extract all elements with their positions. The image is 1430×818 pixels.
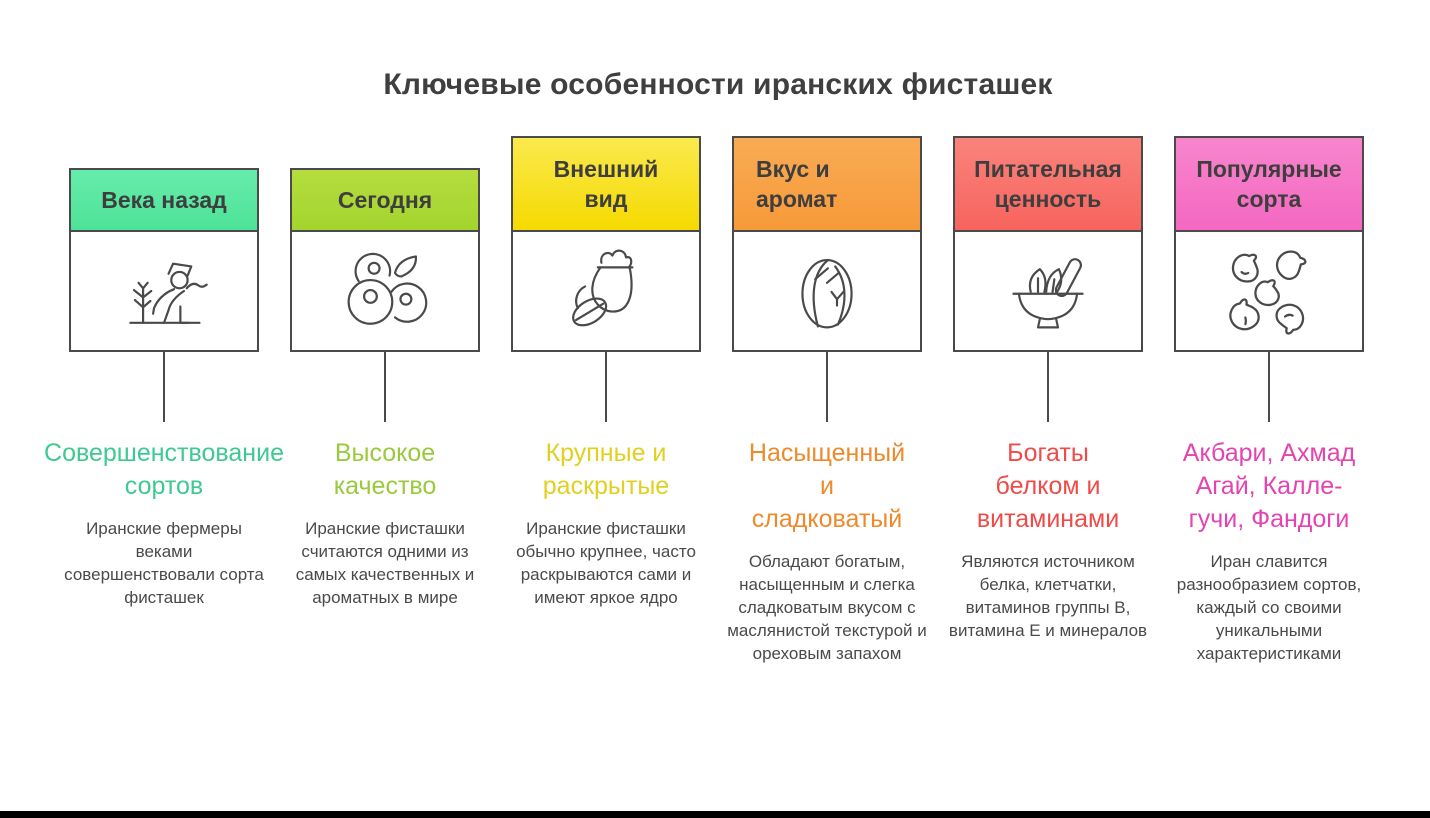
- feature-column: Популярные сорта Акбари, Ахмад Агай, Кал…: [1174, 133, 1364, 665]
- card-header: Века назад: [71, 170, 257, 232]
- feature-description: Обладают богатым, насыщенным и слегка сл…: [727, 552, 927, 663]
- feature-column: Питательная ценность Богаты белком и вит…: [949, 133, 1147, 665]
- card-wrap: Внешний вид: [511, 133, 701, 352]
- feature-card: Сегодня: [290, 168, 480, 352]
- card-wrap: Вкус и аромат: [732, 133, 922, 352]
- connector-line: [383, 352, 387, 422]
- feature-card: Популярные сорта: [1174, 136, 1364, 352]
- connector-line: [1267, 352, 1271, 422]
- feature-subtitle: Акбари, Ахмад Агай, Калле- гучи, Фандоги: [1182, 439, 1356, 533]
- card-wrap: Века назад: [69, 133, 259, 352]
- feature-description: Иран славится разнообразием сортов, кажд…: [1176, 552, 1362, 663]
- connector-line: [825, 352, 829, 422]
- icon-area: [513, 232, 699, 350]
- feature-card: Века назад: [69, 168, 259, 352]
- mortar-bowl-icon: [1012, 258, 1084, 329]
- feature-column: Века назад Совершенствование сортов Иран…: [44, 133, 284, 665]
- card-wrap: Питательная ценность: [953, 133, 1143, 352]
- feature-description: Иранские фермеры веками совершенствовали…: [64, 519, 264, 607]
- card-header: Популярные сорта: [1176, 138, 1362, 232]
- card-header: Вкус и аромат: [734, 138, 920, 232]
- page-title: Ключевые особенности иранских фисташек: [383, 68, 1053, 101]
- feature-card: Вкус и аромат: [732, 136, 922, 352]
- feature-subtitle: Крупные и раскрытые: [542, 439, 670, 500]
- feature-column: Внешний вид Крупные и раскрытые Иранские…: [511, 133, 701, 665]
- feature-subtitle: Насыщенный и сладковатый: [748, 439, 906, 533]
- feature-description: Иранские фисташки считаются одними из са…: [295, 519, 475, 607]
- berries-icon: [347, 252, 428, 325]
- feature-columns: Века назад Совершенствование сортов Иран…: [44, 133, 1367, 665]
- icon-area: [1176, 232, 1362, 350]
- icon-area: [955, 232, 1141, 350]
- feature-column: Вкус и аромат Насыщенный и сладковатый О…: [727, 133, 927, 665]
- icon-area: [292, 232, 478, 350]
- connector-line: [162, 352, 166, 422]
- nut-sack-icon: [572, 249, 634, 327]
- feature-subtitle: Совершенствование сортов: [44, 439, 284, 500]
- card-wrap: Сегодня: [290, 133, 480, 352]
- card-header: Внешний вид: [513, 138, 699, 232]
- card-header: Сегодня: [292, 170, 478, 232]
- pistachio-kernel-icon: [801, 259, 853, 329]
- icon-area: [71, 232, 257, 350]
- feature-subtitle: Высокое качество: [333, 439, 437, 500]
- connector-line: [604, 352, 608, 422]
- feature-card: Питательная ценность: [953, 136, 1143, 352]
- connector-line: [1046, 352, 1050, 422]
- card-wrap: Популярные сорта: [1174, 133, 1364, 352]
- feature-description: Являются источником белка, клетчатки, ви…: [948, 552, 1148, 640]
- farmer-planting-icon: [129, 262, 208, 324]
- icon-area: [734, 232, 920, 350]
- pistachio-nuts-icon: [1229, 250, 1307, 335]
- feature-description: Иранские фисташки обычно крупнее, часто …: [516, 519, 696, 607]
- bottom-bar: [0, 811, 1430, 818]
- card-header: Питательная ценность: [955, 138, 1141, 232]
- feature-card: Внешний вид: [511, 136, 701, 352]
- feature-subtitle: Богаты белком и витаминами: [976, 439, 1120, 533]
- feature-column: Сегодня Высокое качество Иранские фисташ…: [290, 133, 480, 665]
